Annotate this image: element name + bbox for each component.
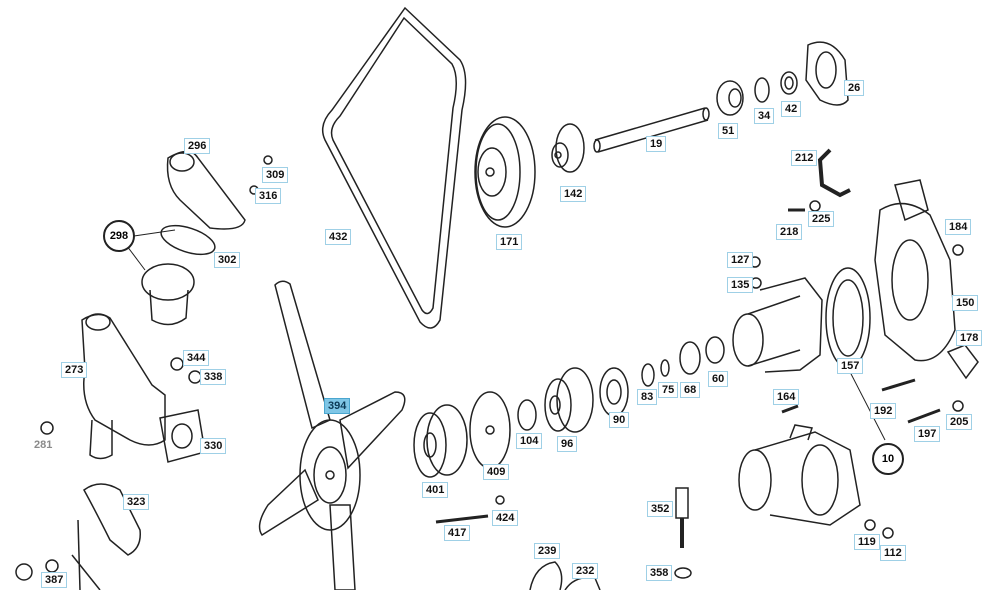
label-401[interactable]: 401 bbox=[422, 482, 449, 498]
gasket-330 bbox=[159, 409, 206, 463]
label-281[interactable]: 281 bbox=[30, 437, 57, 453]
label-164[interactable]: 164 bbox=[773, 389, 800, 405]
sender-352 bbox=[675, 487, 689, 548]
gasket-178 bbox=[946, 344, 979, 380]
elbow-296 bbox=[166, 150, 246, 230]
label-197[interactable]: 197 bbox=[914, 426, 941, 442]
hub-142 bbox=[551, 123, 585, 173]
rod-lower bbox=[71, 554, 101, 590]
bearing-51-34-42 bbox=[716, 71, 798, 116]
label-75[interactable]: 75 bbox=[658, 382, 679, 398]
water-pump-10 bbox=[738, 424, 861, 526]
pump-housing-mid bbox=[732, 277, 823, 373]
housing-273 bbox=[81, 313, 166, 460]
label-90[interactable]: 90 bbox=[609, 412, 630, 428]
label-157[interactable]: 157 bbox=[837, 358, 864, 374]
spacer-401 bbox=[413, 404, 468, 478]
label-432[interactable]: 432 bbox=[325, 229, 352, 245]
label-178[interactable]: 178 bbox=[956, 330, 983, 346]
label-19[interactable]: 19 bbox=[646, 136, 667, 152]
label-171[interactable]: 171 bbox=[496, 234, 523, 250]
label-323[interactable]: 323 bbox=[123, 494, 150, 510]
label-298[interactable]: 298 bbox=[103, 220, 135, 252]
label-150[interactable]: 150 bbox=[952, 295, 979, 311]
label-225[interactable]: 225 bbox=[808, 211, 835, 227]
pulley-171 bbox=[474, 116, 536, 228]
label-34[interactable]: 34 bbox=[754, 108, 775, 124]
pipe-lower bbox=[77, 519, 81, 590]
label-424[interactable]: 424 bbox=[492, 510, 519, 526]
label-296[interactable]: 296 bbox=[184, 138, 211, 154]
v-belt bbox=[321, 6, 467, 329]
label-338[interactable]: 338 bbox=[200, 369, 227, 385]
hub-96 bbox=[544, 367, 594, 433]
label-205[interactable]: 205 bbox=[946, 414, 973, 430]
thermostat bbox=[141, 263, 195, 326]
label-232[interactable]: 232 bbox=[572, 563, 599, 579]
label-394-selected[interactable]: 394 bbox=[324, 398, 351, 414]
pipe-212 bbox=[817, 148, 851, 198]
label-409[interactable]: 409 bbox=[483, 464, 510, 480]
label-212[interactable]: 212 bbox=[791, 150, 818, 166]
label-142[interactable]: 142 bbox=[560, 186, 587, 202]
label-417[interactable]: 417 bbox=[444, 525, 471, 541]
housing-150 bbox=[874, 179, 956, 362]
part-358 bbox=[674, 567, 692, 579]
label-83[interactable]: 83 bbox=[637, 389, 658, 405]
fan-394 bbox=[258, 280, 406, 590]
label-26[interactable]: 26 bbox=[844, 80, 865, 96]
label-127[interactable]: 127 bbox=[727, 252, 754, 268]
label-192[interactable]: 192 bbox=[870, 403, 897, 419]
label-51[interactable]: 51 bbox=[718, 123, 739, 139]
label-68[interactable]: 68 bbox=[680, 382, 701, 398]
small-parts bbox=[641, 336, 725, 387]
label-184[interactable]: 184 bbox=[945, 219, 972, 235]
label-344[interactable]: 344 bbox=[183, 350, 210, 366]
bearing-90 bbox=[599, 367, 629, 417]
label-135[interactable]: 135 bbox=[727, 277, 754, 293]
label-358[interactable]: 358 bbox=[646, 565, 673, 581]
label-239[interactable]: 239 bbox=[534, 543, 561, 559]
label-119[interactable]: 119 bbox=[854, 534, 880, 550]
label-218[interactable]: 218 bbox=[776, 224, 803, 240]
label-273[interactable]: 273 bbox=[61, 362, 88, 378]
bolts bbox=[435, 208, 941, 524]
label-316[interactable]: 316 bbox=[255, 188, 282, 204]
leader-lines bbox=[126, 229, 886, 441]
hose-323 bbox=[83, 483, 141, 556]
label-96[interactable]: 96 bbox=[557, 436, 578, 452]
label-330[interactable]: 330 bbox=[200, 438, 227, 454]
part-232 bbox=[564, 576, 601, 590]
washer-104 bbox=[517, 399, 537, 431]
label-10[interactable]: 10 bbox=[872, 443, 904, 475]
label-104[interactable]: 104 bbox=[516, 433, 543, 449]
label-60[interactable]: 60 bbox=[708, 371, 729, 387]
label-352[interactable]: 352 bbox=[647, 501, 674, 517]
label-42[interactable]: 42 bbox=[781, 101, 802, 117]
label-387[interactable]: 387 bbox=[41, 572, 68, 588]
label-302[interactable]: 302 bbox=[214, 252, 241, 268]
part-239 bbox=[529, 561, 563, 590]
label-309[interactable]: 309 bbox=[262, 167, 289, 183]
label-112[interactable]: 112 bbox=[880, 545, 906, 561]
plate-409 bbox=[469, 391, 511, 469]
v-belt-inner bbox=[330, 16, 457, 315]
housing-26 bbox=[805, 41, 849, 106]
gasket-302 bbox=[160, 224, 216, 256]
